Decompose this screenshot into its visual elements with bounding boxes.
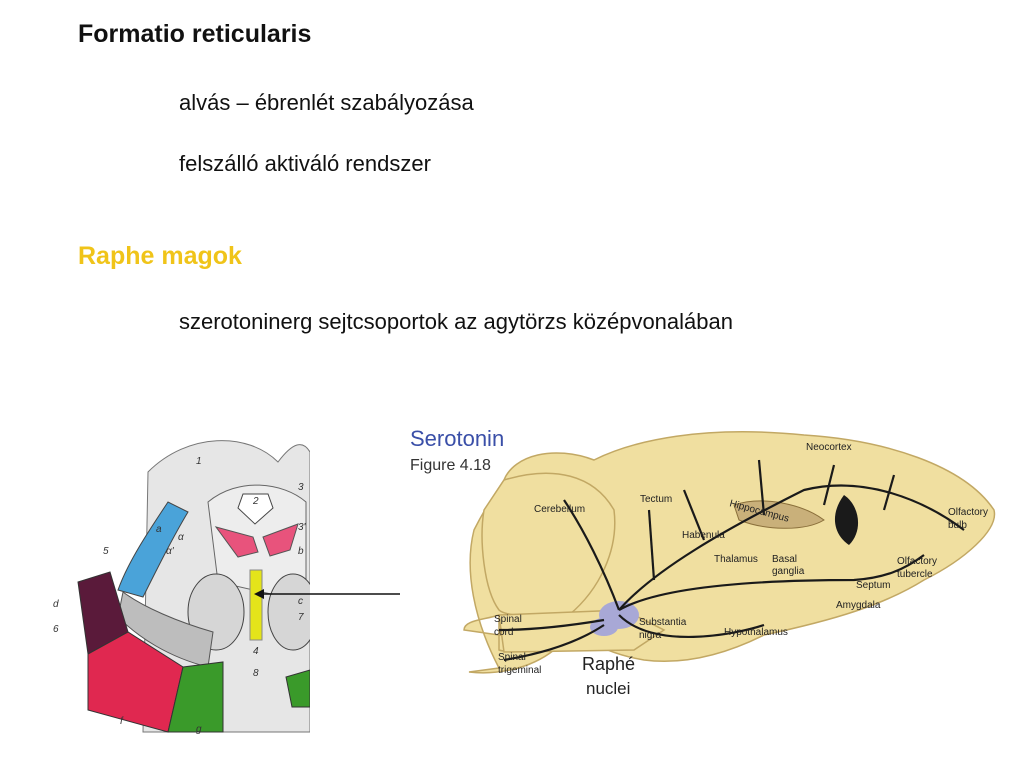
bullet-sleep-wake: alvás – ébrenlét szabályozása: [179, 90, 474, 116]
label-spinal-trigeminal-2: trigeminal: [498, 665, 541, 676]
label-cerebellum: Cerebellum: [534, 504, 585, 515]
bullet-ascending-activating: felszálló aktiváló rendszer: [179, 151, 431, 177]
label-6: 6: [53, 624, 59, 635]
pointer-arrow: [250, 585, 402, 603]
label-olfactory-tubercle-2: tubercle: [897, 569, 933, 580]
serotonin-pathways-figure: Serotonin Figure 4.18 Neocortex Cerebell…: [404, 420, 1004, 710]
label-3prime: 3': [298, 522, 307, 533]
figure-title: Serotonin: [410, 426, 504, 451]
label-alpha: α: [178, 532, 184, 543]
label-1: 1: [196, 456, 202, 467]
label-neocortex: Neocortex: [806, 442, 852, 453]
label-olfactory-tubercle-1: Olfactory: [897, 556, 937, 567]
bullet-serotonergic-groups: szerotoninerg sejtcsoportok az agytörzs …: [179, 309, 733, 335]
label-tectum: Tectum: [640, 494, 672, 505]
label-spinal-cord-1: Spinal: [494, 614, 522, 625]
label-habenula: Habenula: [682, 530, 725, 541]
label-nuclei: nuclei: [586, 679, 630, 698]
label-raphe: Raphé: [582, 654, 635, 674]
label-g: g: [196, 724, 202, 735]
label-substantia-nigra-2: nigra: [639, 630, 662, 641]
label-substantia-nigra-1: Substantia: [639, 617, 687, 628]
heading-raphe-magok: Raphe magok: [78, 242, 242, 271]
figure-subtitle: Figure 4.18: [410, 457, 491, 474]
label-spinal-cord-2: cord: [494, 627, 513, 638]
heading-formatio-reticularis: Formatio reticularis: [78, 20, 311, 49]
label-5: 5: [103, 546, 109, 557]
label-7: 7: [298, 612, 304, 623]
label-hypothalamus: Hypothalamus: [724, 627, 788, 638]
label-spinal-trigeminal-1: Spinal: [498, 652, 526, 663]
label-basal-ganglia-2: ganglia: [772, 566, 805, 577]
label-basal-ganglia-1: Basal: [772, 554, 797, 565]
label-septum: Septum: [856, 580, 890, 591]
label-2: 2: [252, 496, 259, 507]
label-d: d: [53, 599, 59, 610]
label-amygdala: Amygdala: [836, 600, 881, 611]
label-thalamus: Thalamus: [714, 554, 758, 565]
label-alpha-prime: α': [166, 546, 175, 557]
label-olfactory-bulb-2: bulb: [948, 520, 967, 531]
raphe-midline-yellow: [250, 570, 262, 640]
arrow-head: [254, 589, 264, 599]
label-3: 3: [298, 482, 304, 493]
label-8: 8: [253, 668, 259, 679]
label-b: b: [298, 546, 304, 557]
label-olfactory-bulb-1: Olfactory: [948, 507, 988, 518]
label-4: 4: [253, 646, 259, 657]
label-a: a: [156, 524, 162, 535]
